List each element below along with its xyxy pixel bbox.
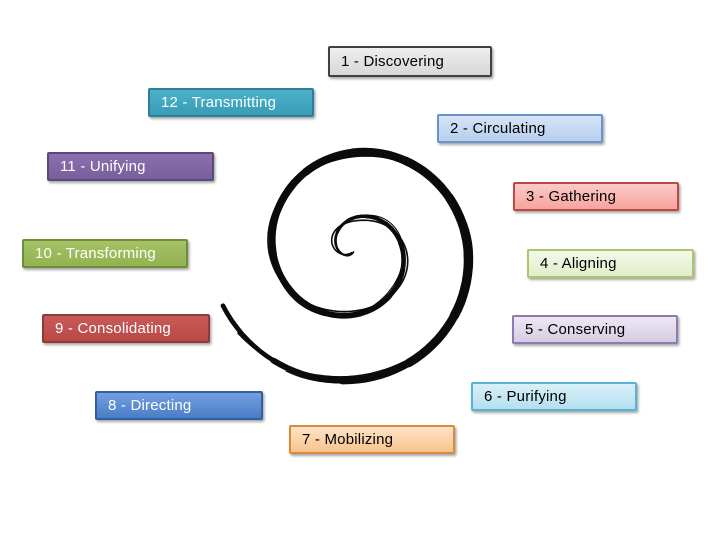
phase-box-2: 2 - Circulating (437, 114, 603, 143)
phase-label-10: 10 - Transforming (35, 245, 156, 262)
phase-label-4: 4 - Aligning (540, 255, 617, 272)
phase-box-10: 10 - Transforming (22, 239, 188, 268)
phase-box-11: 11 - Unifying (47, 152, 214, 181)
phase-label-6: 6 - Purifying (484, 388, 567, 405)
phase-box-7: 7 - Mobilizing (289, 425, 455, 454)
phase-label-7: 7 - Mobilizing (302, 431, 394, 448)
phase-label-12: 12 - Transmitting (161, 94, 277, 111)
phase-label-2: 2 - Circulating (450, 120, 546, 137)
phase-box-1: 1 - Discovering (328, 46, 492, 77)
phase-box-6: 6 - Purifying (471, 382, 637, 411)
phase-box-3: 3 - Gathering (513, 182, 679, 211)
phase-label-9: 9 - Consolidating (55, 320, 171, 337)
phase-box-8: 8 - Directing (95, 391, 263, 420)
phase-label-8: 8 - Directing (108, 397, 192, 414)
phase-label-5: 5 - Conserving (525, 321, 626, 338)
phase-box-5: 5 - Conserving (512, 315, 678, 344)
phase-box-9: 9 - Consolidating (42, 314, 210, 343)
phase-label-3: 3 - Gathering (526, 188, 617, 205)
phase-box-12: 12 - Transmitting (148, 88, 314, 117)
phase-label-1: 1 - Discovering (341, 53, 445, 70)
phase-label-11: 11 - Unifying (60, 158, 146, 175)
phase-box-4: 4 - Aligning (527, 249, 694, 278)
